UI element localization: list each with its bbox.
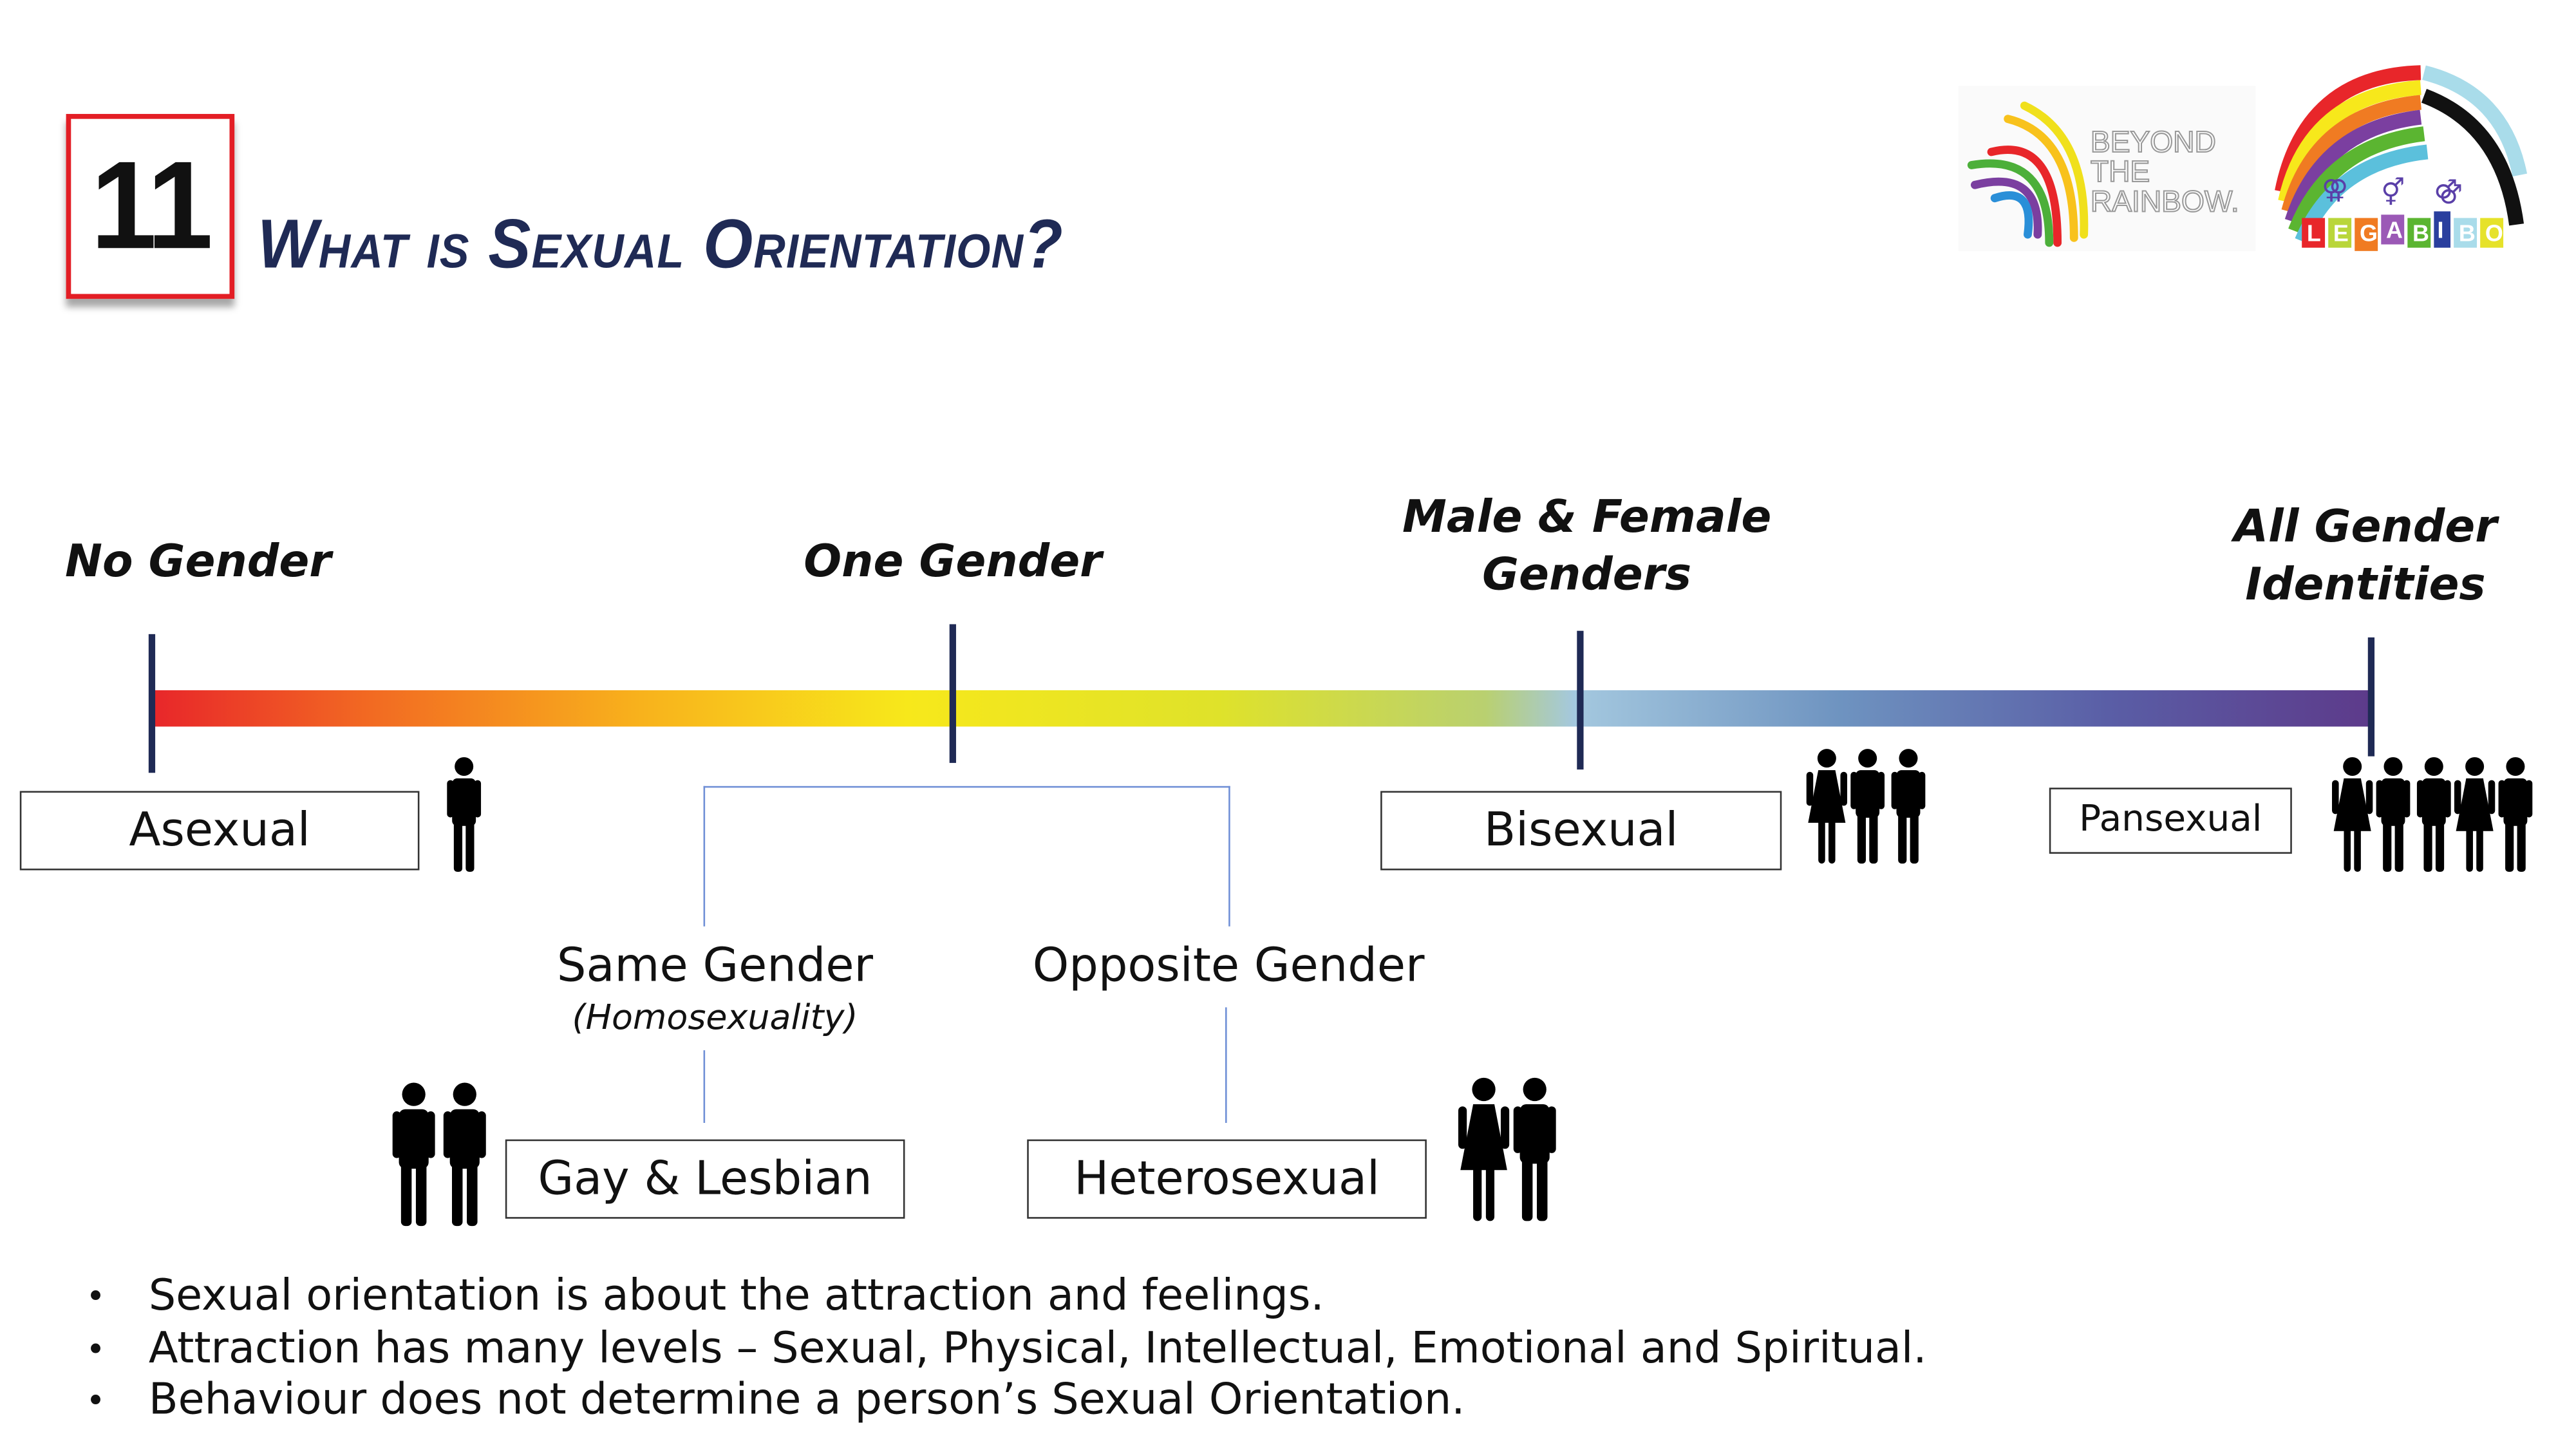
people-icon-gay [392, 1082, 486, 1227]
svg-text:G: G [2360, 220, 2378, 246]
opposite-gender-label: Opposite Gender [1032, 937, 1425, 993]
tick-male-female [1577, 630, 1584, 770]
category-all-genders: All Gender Identities [2213, 499, 2518, 615]
legabibo-rainbow-icon: ⚢ ⚥ ⚣ L E G A B I B O [2275, 65, 2528, 251]
spectrum-gradient-bar [151, 690, 2375, 727]
category-all-genders-text: All Gender Identities [2233, 502, 2497, 611]
svg-text:⚣: ⚣ [2434, 174, 2463, 205]
svg-text:THE: THE [2091, 155, 2150, 188]
bisexual-box: Bisexual [1380, 791, 1782, 871]
svg-text:⚢: ⚢ [2322, 174, 2348, 205]
slide-number: 11 [90, 137, 213, 276]
branch-line-right [1225, 1007, 1227, 1123]
person-icon-asexual [447, 757, 482, 872]
pansexual-box: Pansexual [2049, 787, 2292, 854]
category-male-female: Male & Female Genders [1372, 489, 1801, 605]
same-gender-label: Same Gender [556, 937, 874, 993]
logo-text: BEYOND [2091, 125, 2216, 158]
svg-text:L: L [2307, 220, 2321, 246]
heterosexual-box: Heterosexual [1027, 1139, 1427, 1219]
bullet-item: Attraction has many levels – Sexual, Phy… [82, 1324, 1926, 1376]
svg-text:RAINBOW.: RAINBOW. [2091, 184, 2239, 218]
branch-connector [703, 786, 1230, 927]
svg-text:I: I [2437, 217, 2443, 243]
gay-lesbian-box: Gay & Lesbian [505, 1139, 905, 1219]
bullet-item: Behaviour does not determine a person’s … [82, 1375, 1926, 1427]
legabibo-logo: ⚢ ⚥ ⚣ L E G A B I B O [2272, 59, 2528, 261]
svg-text:A: A [2386, 217, 2403, 243]
tick-all-genders [2367, 637, 2375, 757]
people-icon-bisexual [1806, 749, 1926, 864]
bullet-item: Sexual orientation is about the attracti… [82, 1272, 1926, 1324]
category-one-gender: One Gender [804, 536, 1102, 588]
people-icon-hetero [1458, 1077, 1556, 1221]
category-male-female-text: Male & Female Genders [1402, 492, 1772, 601]
tick-one-gender [949, 624, 956, 763]
bullet-list: Sexual orientation is about the attracti… [82, 1272, 1926, 1427]
slide-number-box: 11 [66, 113, 235, 299]
svg-text:⚥: ⚥ [2381, 177, 2405, 208]
branch-line-left [703, 1050, 706, 1123]
svg-text:O: O [2485, 220, 2503, 246]
svg-text:E: E [2333, 220, 2349, 246]
svg-text:B: B [2459, 220, 2476, 246]
beyond-the-rainbow-logo: BEYOND THE RAINBOW. [1958, 86, 2256, 251]
homosexuality-label: (Homosexuality) [572, 997, 858, 1037]
asexual-box: Asexual [19, 791, 420, 871]
slide-title: What is Sexual Orientation? [258, 205, 1064, 283]
rainbow-swoosh-icon: BEYOND THE RAINBOW. [1967, 101, 2240, 247]
tick-no-gender [148, 634, 156, 773]
svg-text:B: B [2412, 220, 2429, 246]
people-icon-pansexual [2332, 757, 2533, 872]
category-no-gender: No Gender [65, 536, 332, 588]
